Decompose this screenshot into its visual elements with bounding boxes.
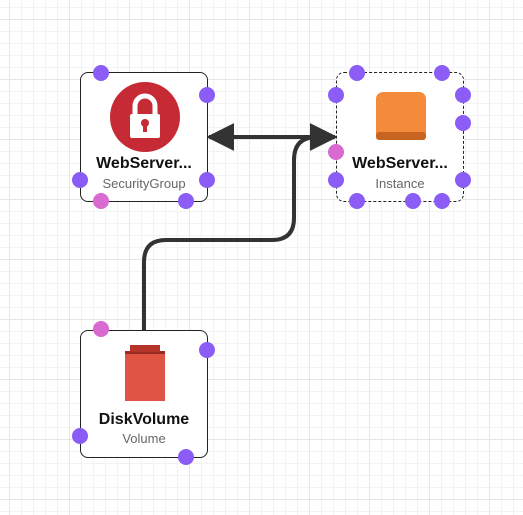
edge-volume-instance[interactable] <box>142 135 318 330</box>
instance-port[interactable] <box>434 65 450 81</box>
instance-port[interactable] <box>349 65 365 81</box>
security-group-connected-port[interactable] <box>93 193 109 209</box>
instance-port[interactable] <box>405 193 421 209</box>
security-group-node[interactable]: WebServer... SecurityGroup <box>80 72 208 202</box>
lock-icon <box>110 82 180 152</box>
volume-type: Volume <box>122 431 166 446</box>
instance-node[interactable]: WebServer... Instance <box>336 72 464 202</box>
volume-port[interactable] <box>199 342 215 358</box>
instance-port[interactable] <box>455 115 471 131</box>
security-group-title: WebServer... <box>96 155 192 172</box>
security-group-port[interactable] <box>178 193 194 209</box>
volume-title: DiskVolume <box>98 411 190 428</box>
instance-connected-port[interactable] <box>328 144 344 160</box>
instance-port[interactable] <box>328 172 344 188</box>
volume-node[interactable]: DiskVolume Volume <box>80 330 208 458</box>
instance-port[interactable] <box>434 193 450 209</box>
instance-port[interactable] <box>455 172 471 188</box>
instance-icon <box>376 92 426 140</box>
volume-port[interactable] <box>72 428 88 444</box>
instance-port[interactable] <box>455 87 471 103</box>
volume-icon <box>125 345 165 401</box>
instance-type: Instance <box>375 176 425 191</box>
instance-port[interactable] <box>328 87 344 103</box>
security-group-port[interactable] <box>199 87 215 103</box>
security-group-port[interactable] <box>199 172 215 188</box>
security-group-port[interactable] <box>93 65 109 81</box>
volume-connected-port[interactable] <box>93 321 109 337</box>
volume-port[interactable] <box>178 449 194 465</box>
instance-port[interactable] <box>349 193 365 209</box>
security-group-type: SecurityGroup <box>102 176 186 191</box>
security-group-port[interactable] <box>72 172 88 188</box>
instance-title: WebServer... <box>352 155 448 172</box>
